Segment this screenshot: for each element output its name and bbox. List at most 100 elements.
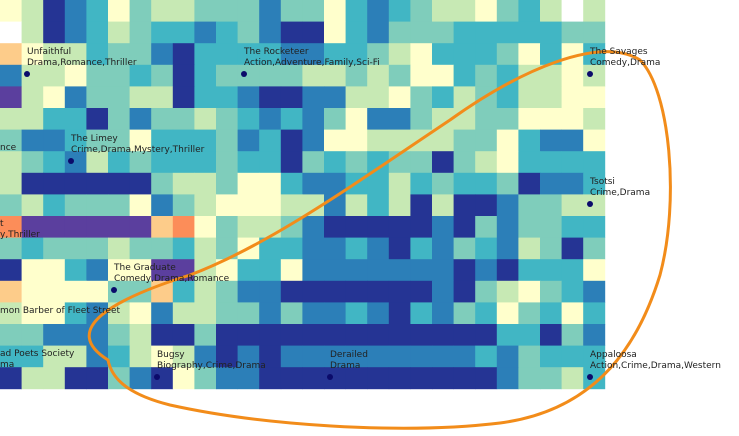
heatmap-cell <box>345 324 368 346</box>
heatmap-cell <box>345 259 368 282</box>
heatmap-cell <box>237 64 260 87</box>
heatmap-cell <box>561 324 584 346</box>
heatmap-cell <box>172 21 195 44</box>
heatmap-cell <box>64 237 87 260</box>
heatmap-cell <box>43 259 66 282</box>
heatmap-cell <box>518 21 541 44</box>
heatmap-cell <box>345 21 368 44</box>
heatmap-cell <box>302 86 325 109</box>
heatmap-cell <box>432 324 454 346</box>
point-marker[interactable] <box>587 201 593 207</box>
heatmap-cell <box>194 367 217 390</box>
heatmap-cell <box>86 129 109 152</box>
heatmap-cell <box>280 172 303 195</box>
heatmap-cell <box>64 259 87 282</box>
heatmap-cell <box>324 172 346 195</box>
heatmap-cell <box>302 21 325 44</box>
clipped-genres-label: ma <box>0 360 14 370</box>
point-marker[interactable] <box>68 158 74 164</box>
heatmap-cell <box>432 259 454 282</box>
heatmap-cell <box>453 172 476 195</box>
heatmap-cell <box>259 43 282 66</box>
point-marker[interactable] <box>241 71 247 77</box>
point-marker[interactable] <box>154 374 160 380</box>
heatmap-cell <box>194 108 217 130</box>
heatmap-cell <box>518 216 541 238</box>
clipped-title-label: ad Poets Society <box>0 349 75 359</box>
heatmap-cell <box>388 324 411 346</box>
heatmap-cell <box>410 302 433 325</box>
heatmap-cell <box>540 108 562 130</box>
heatmap-cell <box>280 345 303 368</box>
heatmap-cell <box>216 129 238 152</box>
point-marker[interactable] <box>587 71 593 77</box>
heatmap-cell <box>410 194 433 217</box>
movie-title-label: The Rocketeer <box>243 47 309 57</box>
heatmap-cell <box>410 345 433 368</box>
heatmap-cell <box>540 151 562 174</box>
heatmap-cell <box>518 172 541 195</box>
heatmap-cell <box>108 21 130 44</box>
heatmap-cell <box>216 43 238 66</box>
heatmap-cell <box>129 21 152 44</box>
heatmap-cell <box>475 367 498 390</box>
heatmap-cell <box>237 108 260 130</box>
heatmap-cell <box>259 280 282 303</box>
movie-title-label: The Graduate <box>113 263 176 273</box>
heatmap-cell <box>367 86 390 109</box>
point-marker[interactable] <box>327 374 333 380</box>
heatmap-cell <box>43 194 66 217</box>
heatmap-cell <box>302 194 325 217</box>
heatmap-cell <box>583 43 606 66</box>
heatmap-cell <box>367 280 390 303</box>
heatmap-cell <box>194 237 217 260</box>
heatmap-cell <box>172 0 195 22</box>
heatmap-cell <box>0 237 22 260</box>
heatmap-cell <box>583 0 606 22</box>
movie-title-label: Derailed <box>330 350 368 360</box>
heatmap-cell <box>237 172 260 195</box>
heatmap-cell <box>561 194 584 217</box>
heatmap-cell <box>475 237 498 260</box>
heatmap-cell <box>237 151 260 174</box>
heatmap-cell <box>583 259 606 282</box>
movie-point[interactable]: The RocketeerAction,Adventure,Family,Sci… <box>241 47 380 77</box>
heatmap-cell <box>453 324 476 346</box>
heatmap-cell <box>21 237 44 260</box>
heatmap-cell <box>43 237 66 260</box>
heatmap-cell <box>43 324 66 346</box>
point-marker[interactable] <box>587 374 593 380</box>
heatmap-cell <box>475 172 498 195</box>
heatmap-cell <box>216 259 238 282</box>
heatmap-cell <box>86 64 109 87</box>
heatmap-cell <box>0 64 22 87</box>
heatmap-cell <box>324 367 346 390</box>
heatmap-cell <box>172 86 195 109</box>
point-marker[interactable] <box>111 287 117 293</box>
heatmap-cell <box>0 43 22 66</box>
point-marker[interactable] <box>24 71 30 77</box>
heatmap-cell <box>475 302 498 325</box>
heatmap-cell <box>540 216 562 238</box>
heatmap-cell <box>237 345 260 368</box>
heatmap-cell <box>21 151 44 174</box>
heatmap-cell <box>345 151 368 174</box>
clipped-title-label: t <box>0 219 4 229</box>
heatmap-cell <box>302 216 325 238</box>
heatmap-cell <box>216 367 238 390</box>
heatmap-cell <box>194 129 217 152</box>
heatmap-cell <box>302 259 325 282</box>
heatmap-cell <box>561 345 584 368</box>
heatmap-cell <box>259 129 282 152</box>
heatmap-cell <box>410 64 433 87</box>
heatmap-cell <box>410 108 433 130</box>
heatmap-cell <box>216 108 238 130</box>
